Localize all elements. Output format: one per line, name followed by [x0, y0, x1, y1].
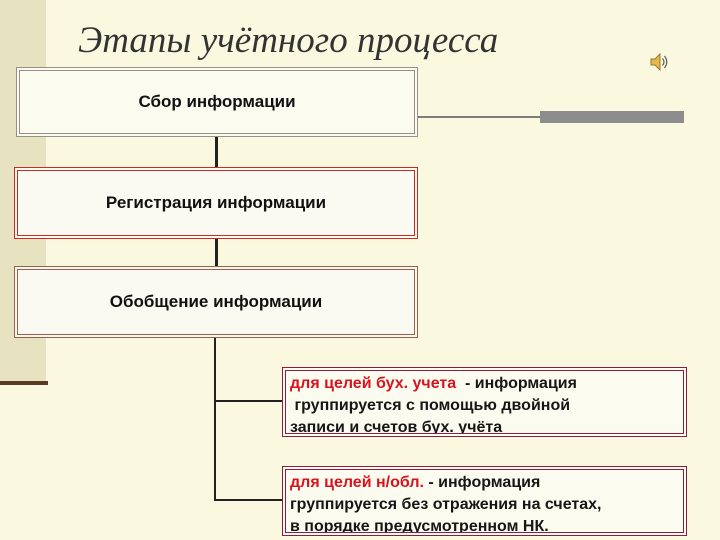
connector-trunk: [214, 338, 216, 501]
stage-collect-label: Сбор информации: [138, 92, 296, 111]
branch-accounting-box: для целей бух. учета - информация группи…: [282, 367, 687, 437]
speaker-icon[interactable]: [648, 51, 670, 73]
left-band-underline: [0, 381, 48, 385]
connector-register-generalize: [215, 239, 218, 266]
branch-tax-line-1-rest: - информация: [423, 474, 541, 491]
connector-branch-book: [214, 400, 283, 402]
branch-accounting-line-1-rest: - информация: [456, 375, 577, 392]
branch-tax-line-3: в порядке предусмотренном НК.: [290, 518, 549, 535]
branch-accounting-highlight: для целей бух. учета: [290, 375, 457, 392]
branch-tax-box: для целей н/обл. - информация группирует…: [282, 466, 687, 536]
branch-tax-line-1: для целей н/обл. - информация: [290, 472, 680, 494]
stage-generalize-label: Обобщение информации: [109, 292, 323, 311]
slide-title: Этапы учётного процесса: [78, 20, 499, 61]
stage-collect-box: Сбор информации: [16, 67, 418, 137]
stage-register-label: Регистрация информации: [105, 193, 327, 212]
branch-accounting-line-2: группируется с помощью двойной: [290, 397, 571, 414]
branch-accounting-line-1: для целей бух. учета - информация: [290, 373, 680, 395]
branch-accounting-line-3: записи и счетов бух. учёта: [290, 419, 503, 436]
branch-tax-line-2: группируется без отражения на счетах,: [290, 496, 602, 513]
decorative-rule-thick: [540, 111, 684, 123]
connector-collect-register: [215, 137, 218, 167]
connector-branch-tax: [214, 499, 283, 501]
stage-register-box: Регистрация информации: [14, 167, 418, 239]
stage-generalize-box: Обобщение информации: [14, 266, 418, 338]
branch-tax-highlight: для целей н/обл.: [290, 474, 424, 491]
